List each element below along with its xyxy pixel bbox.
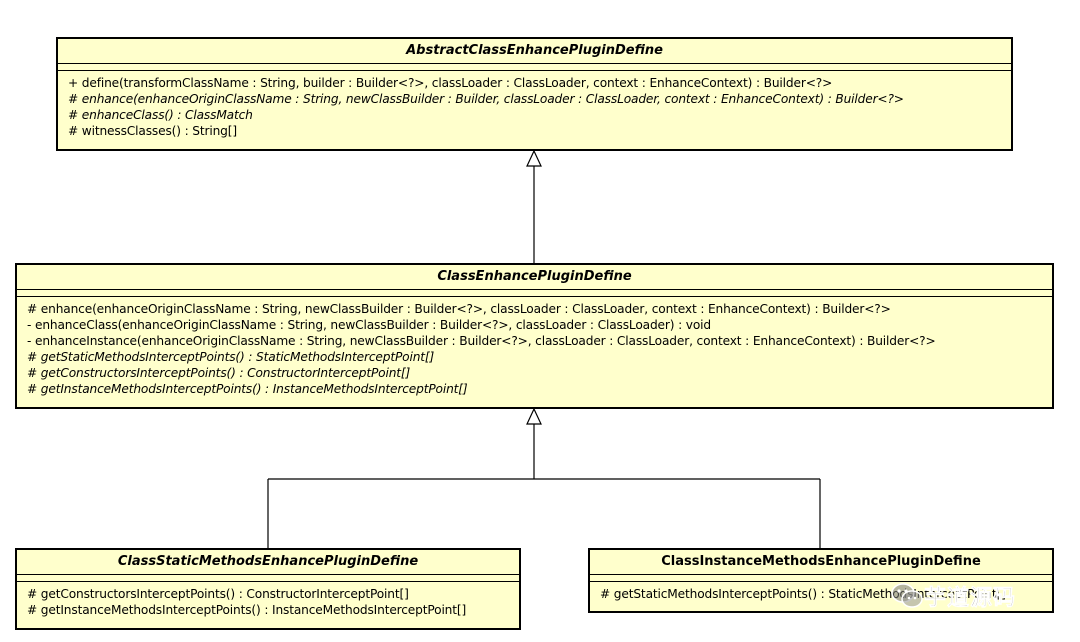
attributes-compartment [17,575,519,582]
attributes-compartment [17,290,1052,297]
attributes-compartment [590,575,1052,582]
operation-get-instance-methods-intercept-points: # getInstanceMethodsInterceptPoints() : … [27,382,468,396]
watermark: 芋道源码 [890,578,1065,614]
class-abstract-class-enhance-plugin-define: AbstractClassEnhancePluginDefine + defin… [56,37,1013,151]
class-class-enhance-plugin-define: ClassEnhancePluginDefine # enhance(enhan… [15,263,1054,409]
operation-enhance-class: - enhanceClass(enhanceOriginClassName : … [27,318,711,332]
operation-enhance: # enhance(enhanceOriginClassName : Strin… [27,302,891,316]
attributes-compartment [58,64,1011,71]
operation-get-constructors-intercept-points: # getConstructorsInterceptPoints() : Con… [27,587,409,601]
operation-define: + define(transformClassName : String, bu… [68,76,833,90]
operation-witness-classes: # witnessClasses() : String[] [68,124,237,138]
class-name: ClassInstanceMethodsEnhancePluginDefine [590,550,1052,575]
operation-enhance-class: # enhanceClass() : ClassMatch [68,108,253,122]
generalization-arrowhead-top [526,149,542,167]
operation-get-static-methods-intercept-points: # getStaticMethodsInterceptPoints() : St… [27,350,435,364]
operations-compartment: # enhance(enhanceOriginClassName : Strin… [17,297,1052,397]
watermark-text: 芋道源码 [924,586,1017,612]
operations-compartment: # getConstructorsInterceptPoints() : Con… [17,582,519,618]
wechat-icon [891,583,923,608]
class-name: ClassEnhancePluginDefine [17,265,1052,290]
operation-get-constructors-intercept-points: # getConstructorsInterceptPoints() : Con… [27,366,411,380]
operation-get-instance-methods-intercept-points: # getInstanceMethodsInterceptPoints() : … [27,603,467,617]
operations-compartment: + define(transformClassName : String, bu… [58,71,1011,139]
class-name: AbstractClassEnhancePluginDefine [58,39,1011,64]
operation-enhance-instance: - enhanceInstance(enhanceOriginClassName… [27,334,936,348]
generalization-arrowhead-bottom [526,407,542,425]
operation-enhance: # enhance(enhanceOriginClassName : Strin… [68,92,904,106]
class-name: ClassStaticMethodsEnhancePluginDefine [17,550,519,575]
class-class-static-methods-enhance-plugin-define: ClassStaticMethodsEnhancePluginDefine # … [15,548,521,630]
